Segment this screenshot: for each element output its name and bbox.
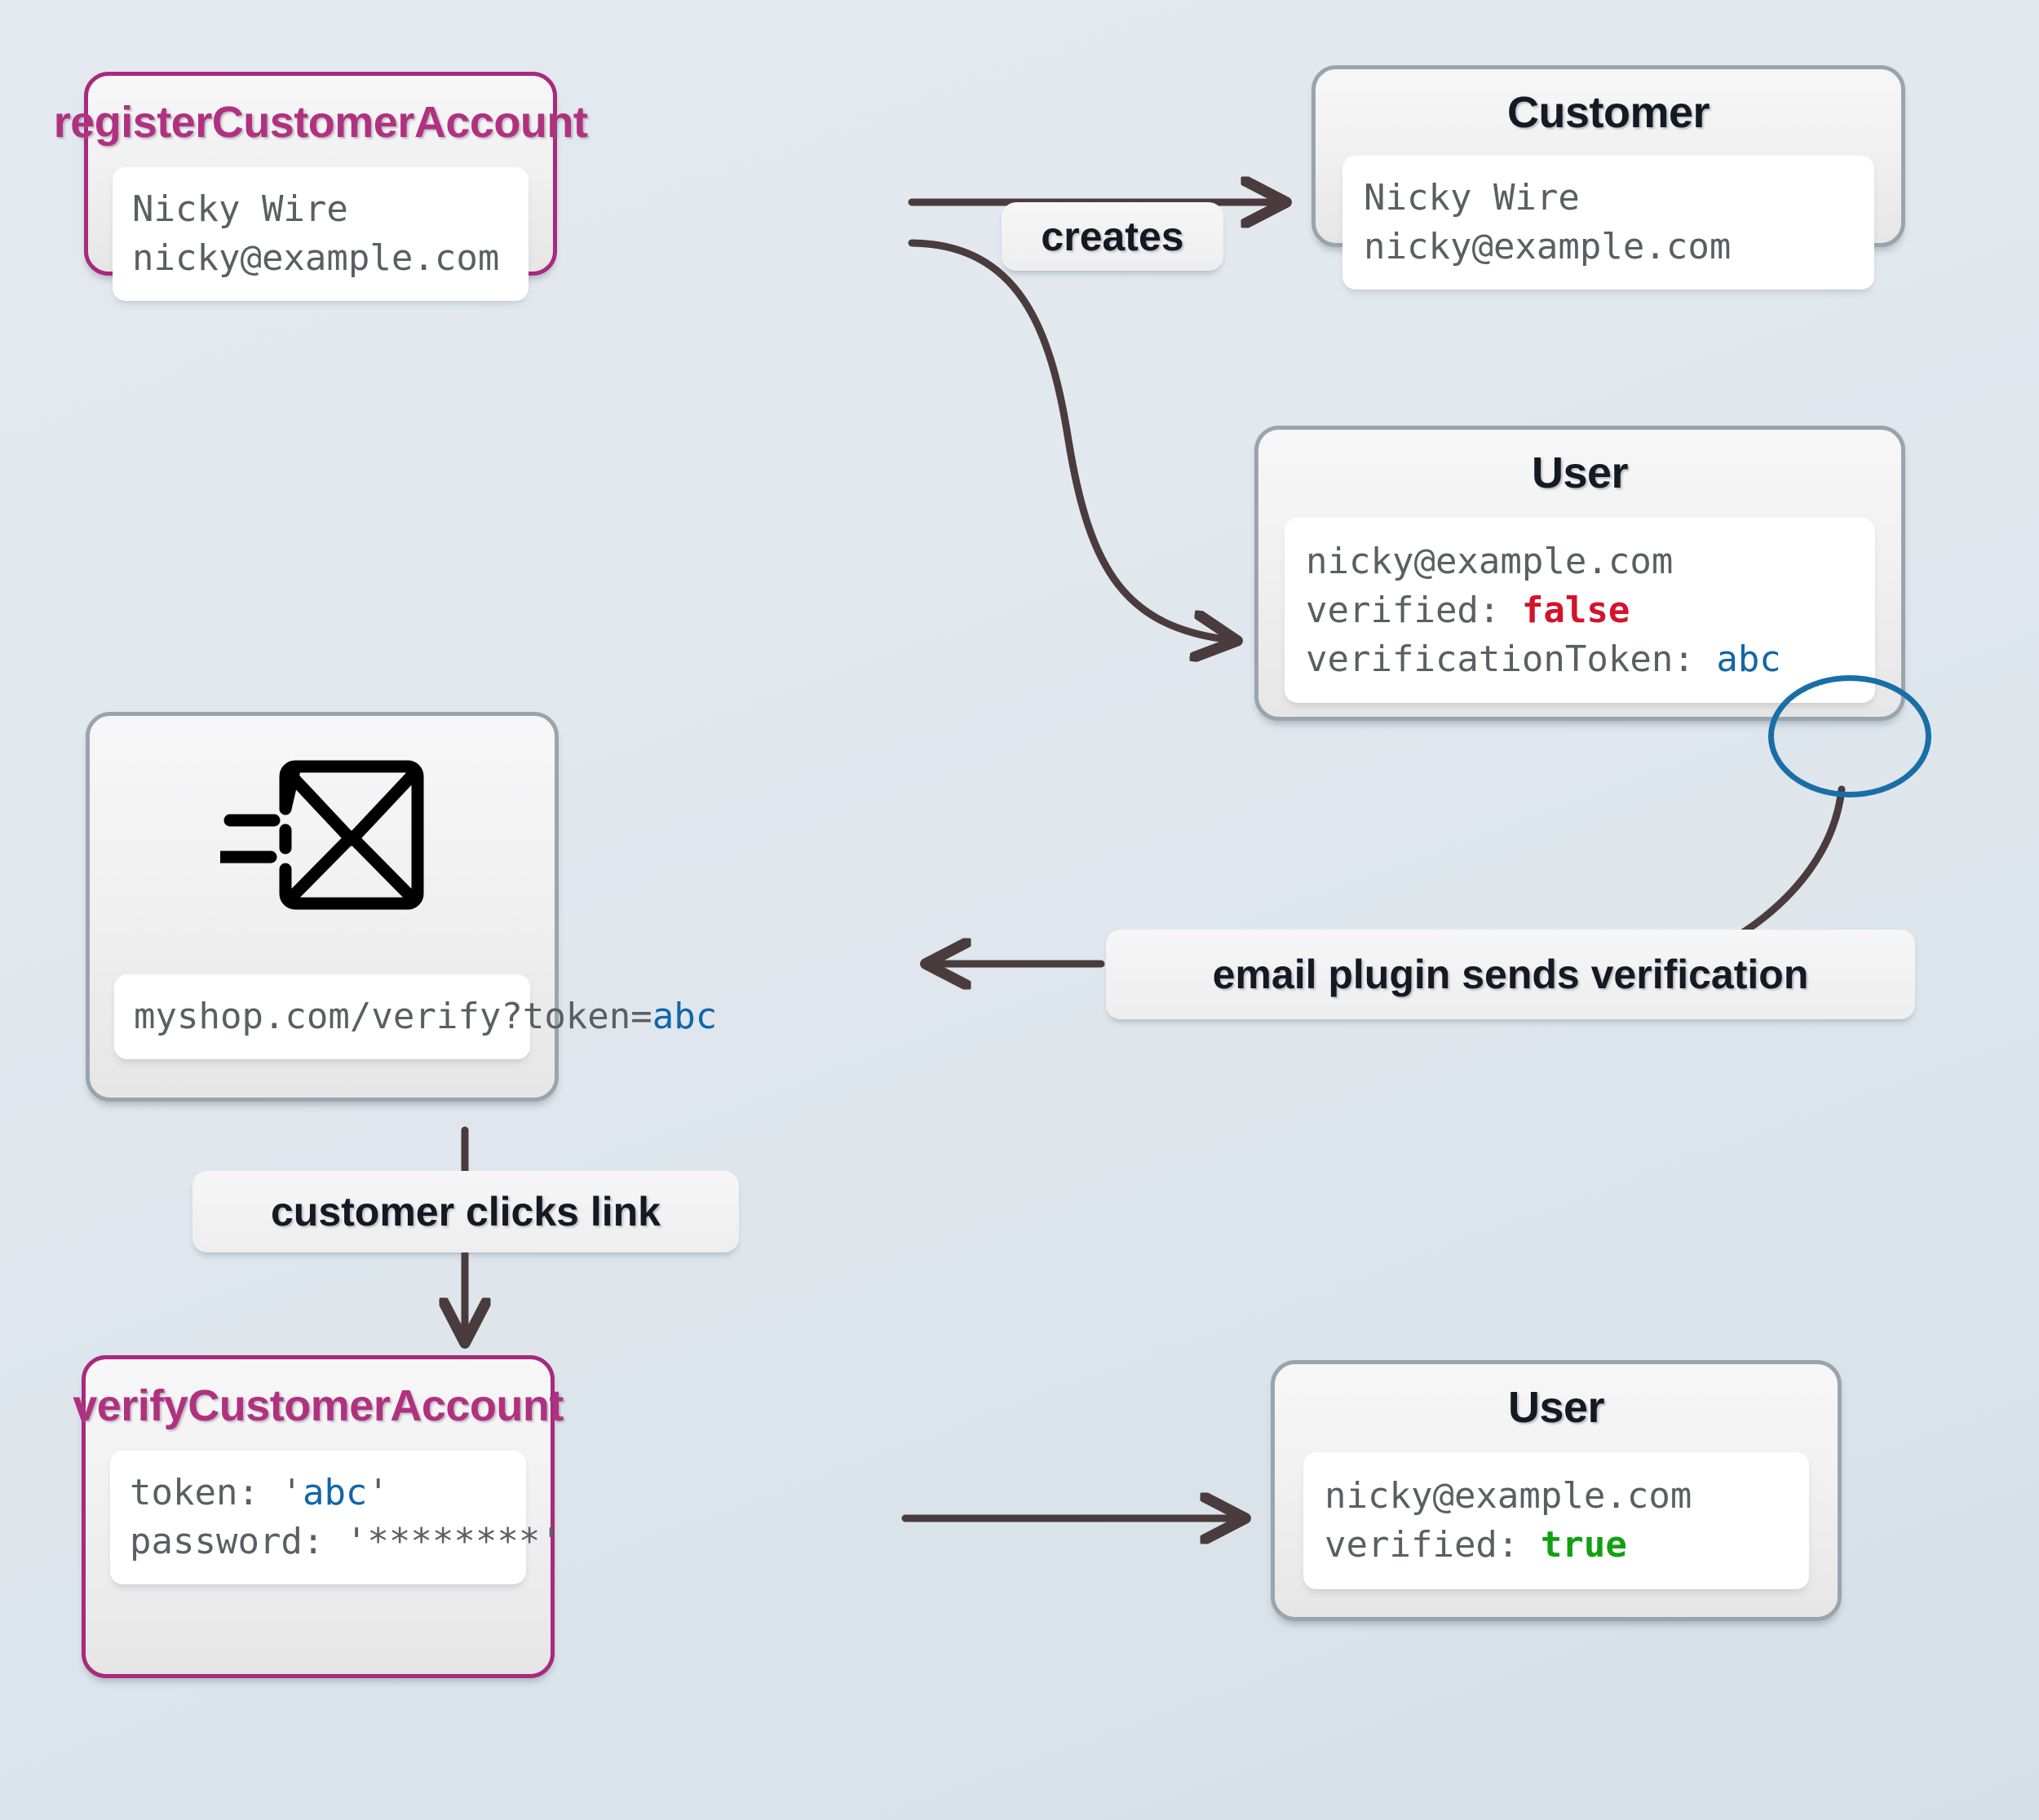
node-body-panel: nicky@example.com verified: false verifi…: [1285, 518, 1875, 704]
node-verification-email[interactable]: myshop.com/verify?token=abc: [86, 712, 717, 1102]
node-verify-customer-account[interactable]: verifyCustomerAccount token: 'abc' passw…: [73, 1355, 564, 1678]
user-verified-row: verified: true: [1325, 1521, 1788, 1570]
verify-token-quote-open: ': [281, 1472, 303, 1513]
token-label: verificationToken:: [1306, 638, 1695, 680]
node-body-panel: token: 'abc' password: '********': [110, 1451, 562, 1584]
node-title: registerCustomerAccount: [53, 98, 588, 147]
node-body-panel: Nicky Wire nicky@example.com: [113, 167, 529, 301]
node-title: User: [1531, 448, 1629, 497]
verified-value: false: [1521, 589, 1630, 631]
register-email: nicky@example.com: [132, 236, 500, 279]
node-user-unverified[interactable]: User nicky@example.com verified: false v…: [1254, 426, 1905, 721]
user-email: nicky@example.com: [1306, 541, 1674, 582]
edge-label-email-plugin-sends-verification: email plugin sends verification: [1106, 930, 1915, 1019]
email-link-panel[interactable]: myshop.com/verify?token=abc: [114, 974, 717, 1059]
customer-name: Nicky Wire: [1364, 177, 1580, 219]
verify-token-inner: abc: [302, 1472, 368, 1513]
envelope-send-icon: [214, 749, 424, 924]
token-highlight-ellipse-icon: [1768, 675, 1931, 797]
node-customer[interactable]: Customer Nicky Wire nicky@example.com: [1311, 65, 1905, 289]
verify-password-value: '********': [345, 1520, 562, 1562]
edge-label-customer-clicks-link: customer clicks link: [192, 1171, 739, 1252]
node-body-panel: nicky@example.com verified: true: [1303, 1452, 1809, 1589]
user-verified-row: verified: false: [1306, 586, 1854, 635]
node-user-verified[interactable]: User nicky@example.com verified: true: [1271, 1360, 1842, 1621]
edge-creates-user: [908, 239, 1232, 640]
edge-label-creates: creates: [1002, 202, 1223, 271]
verified-label: verified:: [1306, 589, 1501, 631]
node-title: Customer: [1506, 88, 1710, 137]
node-register-customer-account[interactable]: registerCustomerAccount Nicky Wire nicky…: [54, 72, 588, 301]
node-title: User: [1507, 1383, 1605, 1432]
email-url-token: abc: [652, 996, 718, 1037]
verify-token-row: token: 'abc': [130, 1469, 506, 1517]
verify-token-quote-close: ': [367, 1472, 389, 1513]
user-email: nicky@example.com: [1325, 1475, 1692, 1517]
node-body-panel: Nicky Wire nicky@example.com: [1342, 156, 1874, 289]
token-value: abc: [1716, 638, 1781, 680]
node-title: verifyCustomerAccount: [73, 1381, 564, 1430]
verify-token-label: token:: [130, 1472, 259, 1513]
verified-label: verified:: [1325, 1523, 1519, 1566]
edge-token-to-plugin: [1717, 785, 1846, 950]
verified-value: true: [1540, 1523, 1627, 1566]
verify-password-row: password: '********': [130, 1517, 562, 1566]
register-name: Nicky Wire: [132, 188, 348, 230]
customer-email: nicky@example.com: [1364, 225, 1732, 267]
user-token-row: verificationToken: abc: [1306, 635, 1854, 684]
email-url-prefix: myshop.com/verify?token=: [134, 996, 652, 1037]
verify-password-label: password:: [130, 1520, 325, 1562]
